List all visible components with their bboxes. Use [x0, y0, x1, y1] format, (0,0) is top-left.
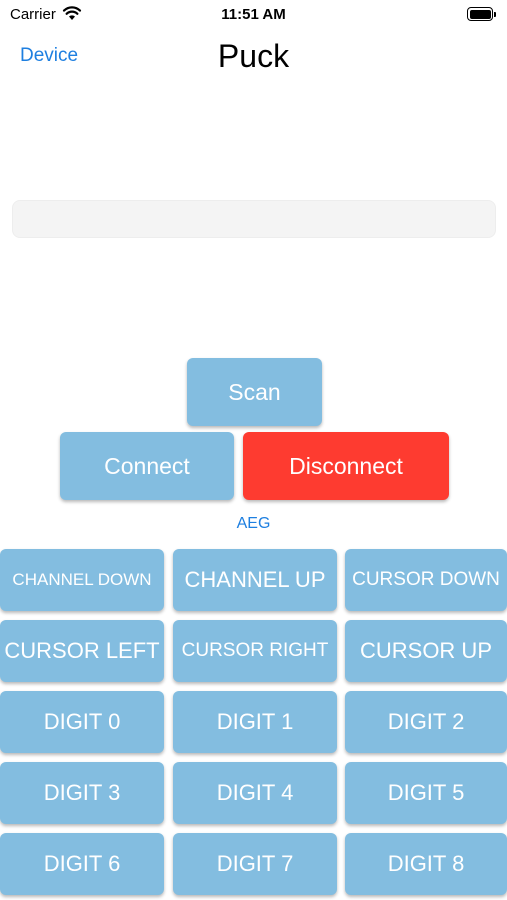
cursor-up-button[interactable]: CURSOR UP	[345, 620, 507, 682]
connect-button[interactable]: Connect	[60, 432, 234, 500]
disconnect-button[interactable]: Disconnect	[243, 432, 449, 500]
digit-1-button[interactable]: DIGIT 1	[173, 691, 337, 753]
clock-time: 11:51 AM	[221, 6, 286, 23]
cursor-left-button[interactable]: CURSOR LEFT	[0, 620, 164, 682]
digit-3-button[interactable]: DIGIT 3	[0, 762, 164, 824]
cursor-right-button[interactable]: CURSOR RIGHT	[173, 620, 337, 682]
battery-icon	[467, 7, 497, 21]
digit-0-button[interactable]: DIGIT 0	[0, 691, 164, 753]
digit-5-button[interactable]: DIGIT 5	[345, 762, 507, 824]
channel-up-button[interactable]: CHANNEL UP	[173, 549, 337, 611]
digit-8-button[interactable]: DIGIT 8	[345, 833, 507, 895]
digit-4-button[interactable]: DIGIT 4	[173, 762, 337, 824]
cursor-down-button[interactable]: CURSOR DOWN	[345, 549, 507, 611]
device-back-button[interactable]: Device	[20, 45, 79, 66]
digit-7-button[interactable]: DIGIT 7	[173, 833, 337, 895]
carrier-label: Carrier	[10, 6, 56, 23]
command-text-field[interactable]	[12, 200, 496, 238]
digit-2-button[interactable]: DIGIT 2	[345, 691, 507, 753]
device-name-link[interactable]: AEG	[236, 515, 271, 532]
status-bar: Carrier 11:51 AM	[0, 0, 507, 30]
scan-button[interactable]: Scan	[187, 358, 322, 426]
wifi-icon	[62, 5, 82, 26]
page-title: Puck	[217, 38, 290, 74]
channel-down-button[interactable]: CHANNEL DOWN	[0, 549, 164, 611]
digit-6-button[interactable]: DIGIT 6	[0, 833, 164, 895]
